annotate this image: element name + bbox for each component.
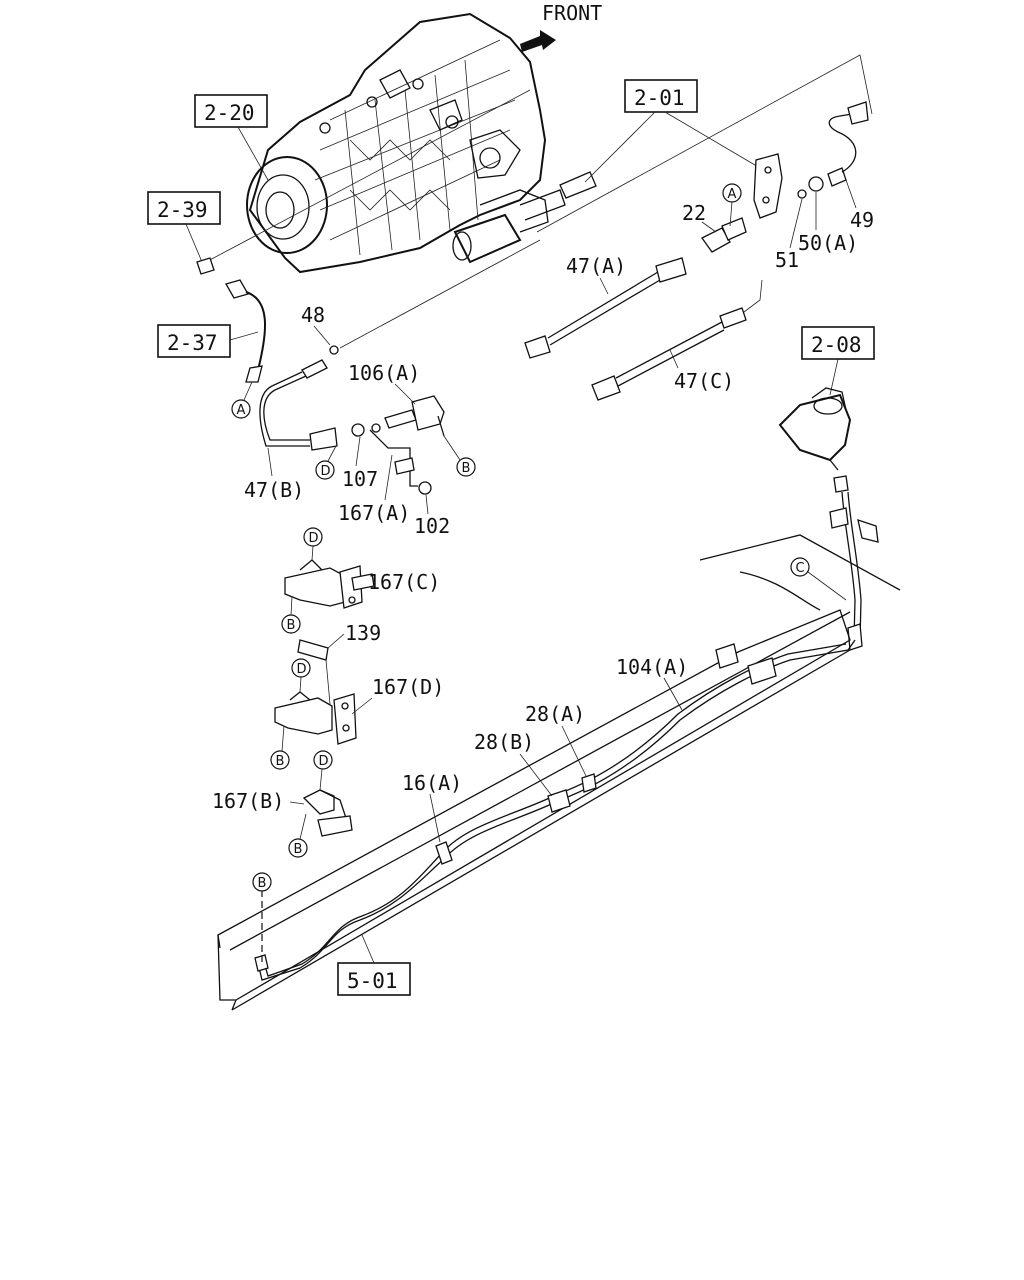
label-47a: 47(A) bbox=[566, 254, 626, 278]
svg-text:D: D bbox=[321, 464, 331, 479]
nut-50a bbox=[808, 176, 824, 192]
label-50a: 50(A) bbox=[798, 231, 858, 255]
pipe-49 bbox=[827, 101, 869, 187]
label-22: 22 bbox=[682, 201, 706, 225]
junction-22 bbox=[701, 217, 747, 253]
svg-text:B: B bbox=[258, 876, 267, 891]
washer-48 bbox=[329, 345, 339, 355]
ref-box-2-20[interactable]: 2-20 bbox=[194, 94, 268, 128]
front-arrow-icon bbox=[520, 30, 556, 52]
label-167c: 167(C) bbox=[368, 570, 440, 594]
pipe-47a bbox=[524, 257, 687, 359]
bracket-167a bbox=[369, 429, 418, 487]
label-47b: 47(B) bbox=[244, 478, 304, 502]
label-16a: 16(A) bbox=[402, 771, 462, 795]
svg-text:2-39: 2-39 bbox=[157, 198, 208, 222]
callout-d-107: D bbox=[315, 445, 337, 480]
label-106a: 106(A) bbox=[348, 361, 420, 385]
callout-b-167d: B bbox=[270, 725, 290, 770]
callout-b-167c: B bbox=[281, 595, 301, 634]
svg-text:5-01: 5-01 bbox=[347, 969, 398, 993]
bracket-167c bbox=[284, 559, 375, 609]
label-102: 102 bbox=[414, 514, 450, 538]
pipe-47b bbox=[259, 359, 338, 451]
label-104a: 104(A) bbox=[616, 655, 688, 679]
svg-text:B: B bbox=[294, 842, 303, 857]
label-48: 48 bbox=[301, 303, 325, 327]
front-label: FRONT bbox=[542, 1, 602, 25]
clip-28b bbox=[547, 789, 571, 813]
pipe-104a bbox=[254, 639, 856, 981]
callout-d-167c: D bbox=[303, 527, 323, 561]
pipe-47c bbox=[591, 279, 763, 401]
ref-box-5-01[interactable]: 5-01 bbox=[337, 962, 411, 996]
leader-line-49 bbox=[536, 54, 873, 233]
frame-rail bbox=[217, 534, 901, 1011]
label-107: 107 bbox=[342, 467, 378, 491]
label-167a: 167(A) bbox=[338, 501, 410, 525]
bolt-139 bbox=[297, 639, 329, 661]
svg-text:B: B bbox=[276, 754, 285, 769]
label-167b: 167(B) bbox=[212, 789, 284, 813]
svg-text:C: C bbox=[796, 561, 805, 576]
svg-text:B: B bbox=[462, 461, 471, 476]
label-167d: 167(D) bbox=[372, 675, 444, 699]
label-49: 49 bbox=[850, 208, 874, 232]
svg-text:2-01: 2-01 bbox=[634, 86, 685, 110]
callout-d-167b: D bbox=[313, 750, 333, 791]
ref-box-2-01[interactable]: 2-01 bbox=[624, 79, 698, 113]
leader-48 bbox=[339, 239, 541, 349]
svg-text:D: D bbox=[309, 531, 319, 546]
callout-a-top: A bbox=[722, 183, 742, 227]
svg-text:D: D bbox=[297, 662, 307, 677]
hose-2-37 bbox=[225, 279, 267, 383]
callout-b-frame: B bbox=[252, 872, 272, 892]
bracket-2-01 bbox=[753, 153, 783, 219]
svg-text:2-37: 2-37 bbox=[167, 331, 218, 355]
svg-text:A: A bbox=[237, 403, 246, 418]
callout-d-167d: D bbox=[291, 658, 311, 693]
washer-51 bbox=[797, 189, 807, 199]
svg-text:2-08: 2-08 bbox=[811, 333, 862, 357]
callout-c: C bbox=[790, 557, 847, 601]
hose-master-to-pipe bbox=[829, 475, 879, 651]
transmission-assembly bbox=[246, 12, 547, 274]
bracket-167d bbox=[274, 691, 357, 745]
ref-box-2-08[interactable]: 2-08 bbox=[801, 326, 875, 360]
callout-b-167b: B bbox=[288, 813, 308, 858]
label-28b: 28(B) bbox=[474, 730, 534, 754]
ref-box-2-37[interactable]: 2-37 bbox=[157, 324, 231, 358]
clip-16a bbox=[435, 841, 453, 865]
leader-line-2-39 bbox=[205, 89, 531, 263]
label-139: 139 bbox=[345, 621, 381, 645]
clutch-master-cylinder bbox=[778, 387, 852, 471]
label-51: 51 bbox=[775, 248, 799, 272]
svg-text:2-20: 2-20 bbox=[204, 101, 255, 125]
clip-28a bbox=[581, 773, 597, 793]
svg-text:B: B bbox=[287, 618, 296, 633]
label-28a: 28(A) bbox=[525, 702, 585, 726]
clutch-slave-cylinder bbox=[452, 171, 597, 264]
fitting-2-39 bbox=[196, 257, 215, 275]
nut-107 bbox=[351, 423, 365, 437]
ref-box-2-39[interactable]: 2-39 bbox=[147, 191, 221, 225]
svg-text:A: A bbox=[728, 187, 737, 202]
union-bolt-106a bbox=[384, 395, 445, 437]
label-47c: 47(C) bbox=[674, 369, 734, 393]
svg-text:D: D bbox=[319, 754, 329, 769]
connector-c bbox=[715, 643, 777, 685]
bracket-167b bbox=[302, 789, 353, 837]
callout-b-106: B bbox=[443, 435, 476, 477]
callout-a-left: A bbox=[231, 381, 253, 419]
nut-102 bbox=[418, 481, 432, 495]
